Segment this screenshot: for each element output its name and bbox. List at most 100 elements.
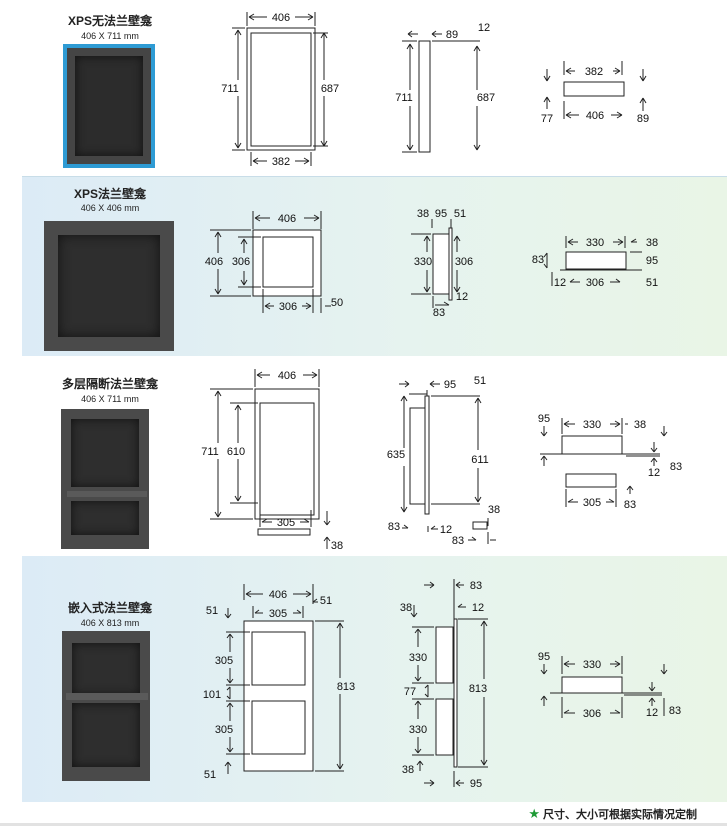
dim-label: 406	[269, 589, 287, 601]
dim-label: 38	[646, 237, 658, 249]
dim-label: 610	[227, 446, 245, 458]
section-size: 406 X 813 mm	[80, 618, 140, 628]
dim-label: 306	[583, 708, 601, 720]
front-view-drawing: 406 406 306 306 50	[205, 211, 343, 313]
star-icon: ★	[528, 806, 540, 821]
customization-note: ★尺寸、大小可根据实际情况定制	[528, 806, 697, 822]
dim-label: 89	[446, 29, 458, 41]
dim-label: 12	[478, 22, 490, 34]
section-size: 406 X 711 mm	[81, 394, 139, 404]
dim-label: 50	[331, 297, 343, 309]
dim-label: 305	[583, 497, 601, 509]
dim-label: 95	[470, 778, 482, 790]
dim-label: 330	[586, 237, 604, 249]
dim-label: 687	[321, 83, 339, 95]
dim-label: 306	[232, 256, 250, 268]
dim-label: 51	[206, 605, 218, 617]
section-title: XPS无法兰壁龛	[67, 14, 152, 28]
niche-product-image	[61, 409, 149, 549]
dim-label: 51	[320, 595, 332, 607]
dim-label: 77	[541, 113, 553, 125]
front-view-drawing: 406 711 687 382	[221, 12, 339, 168]
dim-label: 306	[586, 277, 604, 289]
dim-label: 77	[404, 686, 416, 698]
dim-label: 51	[474, 375, 486, 387]
dim-label: 12	[554, 277, 566, 289]
dim-label: 305	[269, 608, 287, 620]
dim-label: 711	[221, 83, 239, 95]
dim-label: 330	[583, 659, 601, 671]
section-size: 406 X 711 mm	[81, 31, 139, 41]
dim-label: 38	[634, 419, 646, 431]
footer-note-text: 尺寸、大小可根据实际情况定制	[543, 809, 697, 821]
dim-label: 101	[203, 689, 221, 701]
dim-label: 330	[409, 652, 427, 664]
section-title: XPS法兰壁龛	[73, 187, 146, 201]
niche-product-image	[62, 631, 150, 781]
front-view-drawing: 406 711 610 305 38	[201, 369, 343, 552]
dim-label: 89	[637, 113, 649, 125]
dim-label: 83	[669, 705, 681, 717]
niche-product-image	[44, 221, 174, 351]
dim-label: 12	[440, 524, 452, 536]
top-view-drawing: 95 330 38 12 83 305 83	[538, 413, 682, 511]
dim-label: 711	[201, 446, 219, 458]
dim-label: 51	[204, 769, 216, 781]
dim-label: 38	[417, 208, 429, 220]
dim-label: 813	[469, 683, 487, 695]
dim-label: 711	[395, 92, 413, 104]
dim-label: 330	[414, 256, 432, 268]
dim-label: 382	[272, 156, 290, 168]
dim-label: 12	[646, 707, 658, 719]
dim-label: 305	[215, 655, 233, 667]
section-title: 嵌入式法兰壁龛	[67, 601, 152, 615]
dim-label: 83	[388, 521, 400, 533]
dim-label: 306	[279, 301, 297, 313]
dim-label: 38	[402, 764, 414, 776]
section-size: 406 X 406 mm	[80, 203, 140, 213]
dim-label: 95	[538, 651, 550, 663]
dim-label: 38	[488, 504, 500, 516]
dim-label: 83	[470, 580, 482, 592]
dim-label: 83	[624, 499, 636, 511]
bottom-bar	[0, 823, 727, 826]
dim-label: 83	[670, 461, 682, 473]
dim-label: 382	[585, 66, 603, 78]
dim-label: 95	[435, 208, 447, 220]
dim-label: 305	[215, 724, 233, 736]
side-view-drawing: 83 38 12 330 77 813 330 38 95	[400, 579, 488, 790]
dim-label: 813	[337, 681, 355, 693]
dim-label: 83	[532, 254, 544, 266]
dim-label: 83	[433, 307, 445, 319]
dim-label: 611	[471, 454, 489, 466]
dim-label: 12	[648, 467, 660, 479]
dim-label: 95	[646, 255, 658, 267]
dim-label: 305	[277, 517, 295, 529]
dim-label: 406	[278, 213, 296, 225]
side-view-drawing: 95 51 635 611 38 83 12 83	[387, 375, 500, 547]
dim-label: 12	[456, 291, 468, 303]
dim-label: 406	[205, 256, 223, 268]
dim-label: 687	[477, 92, 495, 104]
top-view-drawing: 330 38 83 95 12 306 51	[532, 236, 658, 289]
dim-label: 306	[455, 256, 473, 268]
dim-label: 406	[586, 110, 604, 122]
niche-product-image	[63, 44, 155, 168]
dim-label: 51	[454, 208, 466, 220]
divider	[22, 176, 727, 177]
dim-label: 95	[538, 413, 550, 425]
dim-label: 38	[331, 540, 343, 552]
dim-label: 406	[272, 12, 290, 24]
dim-label: 12	[472, 602, 484, 614]
dim-label: 51	[646, 277, 658, 289]
dim-label: 83	[452, 535, 464, 547]
dim-label: 95	[444, 379, 456, 391]
side-view-drawing: 89 12 711 687	[395, 22, 495, 153]
dim-label: 330	[583, 419, 601, 431]
dim-label: 406	[278, 370, 296, 382]
top-view-drawing: 95 330 306 12 83	[538, 651, 681, 720]
section-title: 多层隔断法兰壁龛	[61, 377, 158, 391]
side-view-drawing: 38 95 51 330 306 12 83	[411, 208, 473, 319]
dim-label: 38	[400, 602, 412, 614]
dim-label: 635	[387, 449, 405, 461]
